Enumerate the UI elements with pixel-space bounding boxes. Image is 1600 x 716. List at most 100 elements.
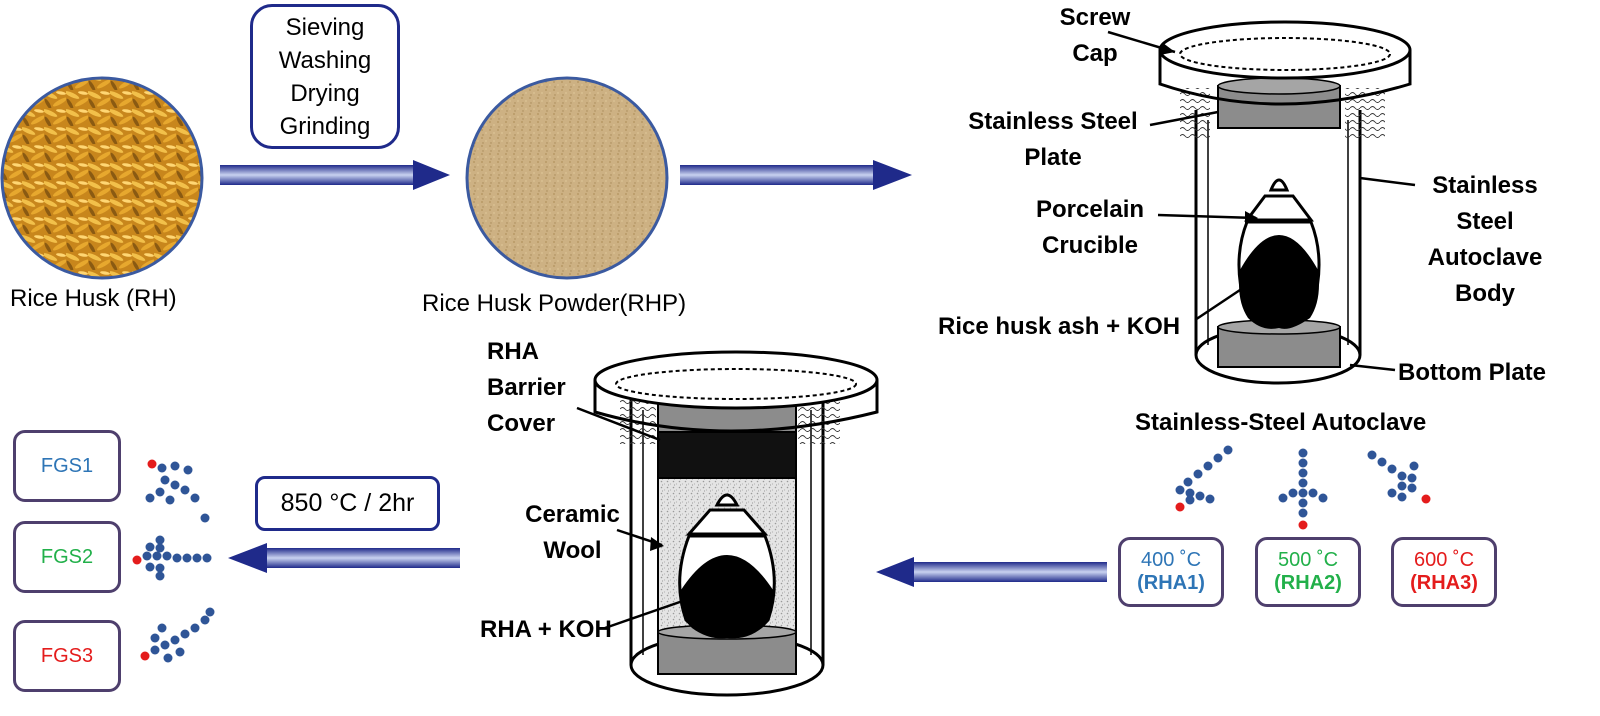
molecule-atom <box>140 651 150 661</box>
molecule-atom <box>1288 488 1298 498</box>
rice-husk-label: Rice Husk (RH) <box>10 285 177 312</box>
molecule-atom <box>1318 493 1328 503</box>
molecule-atom <box>162 551 172 561</box>
rice-husk-ash-koh-label: Rice husk ash + KOH <box>938 313 1181 340</box>
molecule-atom <box>1298 448 1308 458</box>
molecule-atom <box>1185 495 1195 505</box>
rha1-name: (RHA1) <box>1137 572 1205 594</box>
molecule-atom <box>180 629 190 639</box>
molecule-atom <box>170 480 180 490</box>
molecule-atom <box>180 485 190 495</box>
molecule-atom <box>1175 485 1185 495</box>
rha3-name: (RHA3) <box>1410 572 1478 594</box>
molecule-atom <box>1298 478 1308 488</box>
molecule-atom <box>1195 491 1205 501</box>
molecule-atom <box>1223 445 1233 455</box>
molecule-atom <box>152 551 162 561</box>
molecule-atom <box>1377 457 1387 467</box>
fgs2-molecule <box>132 535 212 581</box>
molecule-atom <box>1407 483 1417 493</box>
molecule-atom <box>1183 477 1193 487</box>
rha2-temp: 500 ˚C <box>1277 549 1339 571</box>
molecule-atom <box>200 513 210 523</box>
process-steps-box: Sieving Washing Drying Grinding <box>250 4 400 149</box>
molecule-atom <box>155 535 165 545</box>
molecule-atom <box>1298 508 1308 518</box>
molecule-atom <box>1387 488 1397 498</box>
molecule-atom <box>192 553 202 563</box>
rha3-box: 600 ˚C (RHA3) <box>1391 537 1497 607</box>
molecule-atom <box>1193 469 1203 479</box>
molecule-atom <box>1298 488 1308 498</box>
step-sieving: Sieving <box>285 13 365 41</box>
molecule-atom <box>1407 473 1417 483</box>
molecule-atom <box>165 495 175 505</box>
molecule-atom <box>172 553 182 563</box>
molecule-atom <box>160 640 170 650</box>
molecule-atom <box>202 553 212 563</box>
molecule-atom <box>132 555 142 565</box>
molecule-atom <box>200 615 210 625</box>
molecule-atom <box>170 461 180 471</box>
rice-husk-powder-label: Rice Husk Powder(RHP) <box>422 290 687 317</box>
molecule-atom <box>155 487 165 497</box>
molecule-atom <box>1205 494 1215 504</box>
autoclave-title: Stainless-Steel Autoclave <box>1135 409 1427 436</box>
rha2-box: 500 ˚C (RHA2) <box>1255 537 1361 607</box>
molecule-atom <box>190 623 200 633</box>
molecule-atom <box>1397 481 1407 491</box>
molecule-atom <box>147 459 157 469</box>
rha3-temp: 600 ˚C <box>1413 549 1475 571</box>
molecule-atom <box>1203 461 1213 471</box>
molecule-atom <box>1298 468 1308 478</box>
fgs3-box: FGS3 <box>13 620 121 692</box>
molecule-atom <box>1213 453 1223 463</box>
fgs1-molecule <box>145 459 210 523</box>
arrow-rhp-to-autoclave <box>680 160 912 190</box>
molecule-atom <box>1298 458 1308 468</box>
molecule-atom <box>170 635 180 645</box>
molecule-atom <box>1397 492 1407 502</box>
molecule-atom <box>190 493 200 503</box>
rha2-molecule <box>1278 448 1328 530</box>
molecule-atom <box>1308 488 1318 498</box>
rice-husk-powder-image <box>465 76 669 280</box>
arrow-rh-to-rhp <box>220 160 450 190</box>
rha3-molecule <box>1367 450 1431 504</box>
molecule-atom <box>1397 471 1407 481</box>
molecule-atom <box>160 475 170 485</box>
molecule-atom <box>157 463 167 473</box>
molecule-atom <box>145 493 155 503</box>
molecule-atom <box>1421 494 1431 504</box>
molecule-atom <box>155 571 165 581</box>
fgs3-molecule <box>140 607 215 663</box>
molecule-atom <box>1387 464 1397 474</box>
molecule-atom <box>145 542 155 552</box>
molecule-atom <box>1298 520 1308 530</box>
rha1-temp: 400 ˚C <box>1140 549 1202 571</box>
molecule-atom <box>1298 498 1308 508</box>
rice-husk-image <box>0 76 204 280</box>
bottom-plate-label: Bottom Plate <box>1398 359 1547 386</box>
molecule-atom <box>150 633 160 643</box>
autoclave-1 <box>1107 20 1416 385</box>
arrow-rha-to-autoclave2 <box>876 557 1107 587</box>
molecule-atom <box>155 563 165 573</box>
rha1-box: 400 ˚C (RHA1) <box>1118 537 1224 607</box>
step-drying: Drying <box>290 79 360 107</box>
molecule-atom <box>163 653 173 663</box>
molecule-atom <box>182 553 192 563</box>
arrow-autoclave2-to-fgs <box>228 543 460 573</box>
step-grinding: Grinding <box>279 112 371 140</box>
step-washing: Washing <box>278 46 372 74</box>
fgs1-box: FGS1 <box>13 430 121 502</box>
molecule-atom <box>155 543 165 553</box>
molecule-atom <box>145 562 155 572</box>
molecule-atom <box>1367 450 1377 460</box>
molecule-atom <box>1175 502 1185 512</box>
